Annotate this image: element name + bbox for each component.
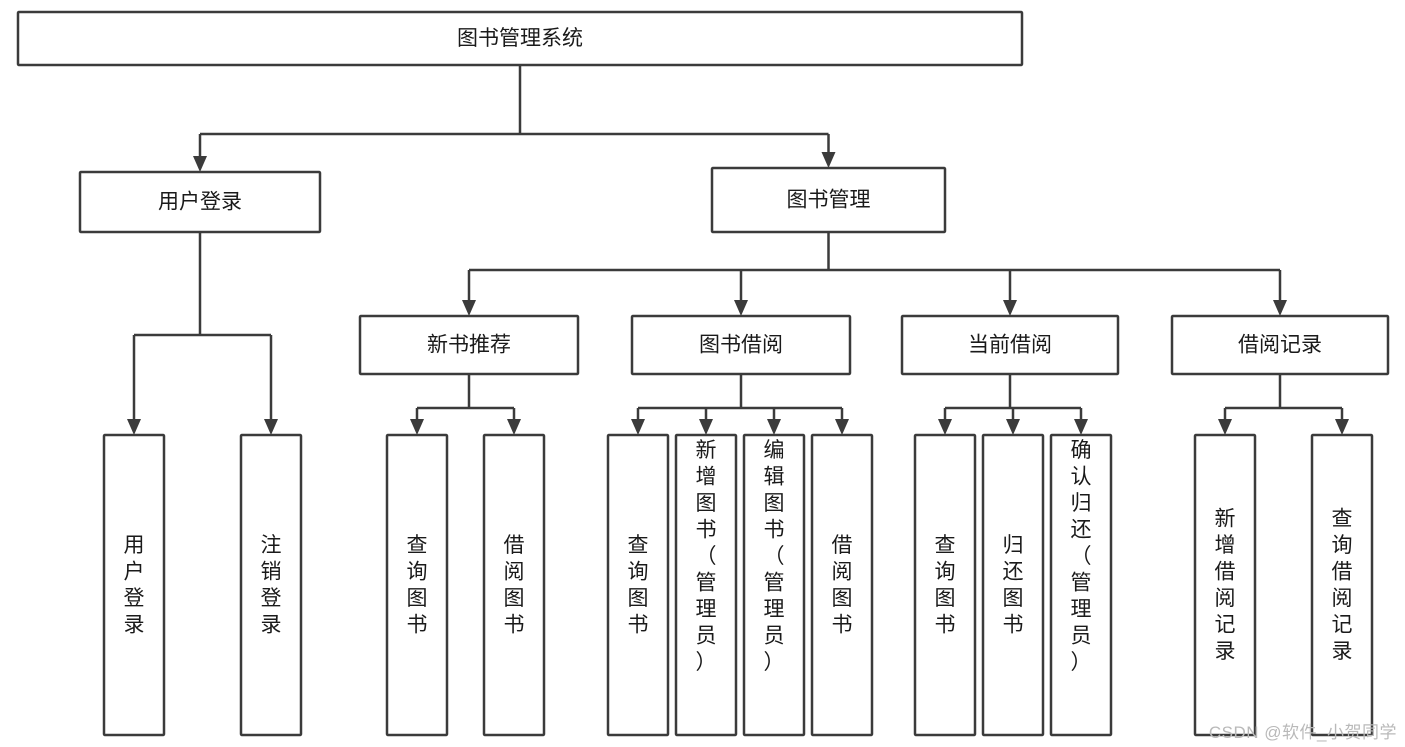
arrow-head-icon [264,419,278,435]
node-box[interactable] [630,314,852,376]
arrow-head-icon [410,419,424,435]
node-编辑图书管理员[interactable]: 编辑图书（管理员） [742,433,806,737]
node-label: 借阅图书 [832,534,853,637]
node-新书推荐[interactable]: 新书推荐 [358,314,580,376]
node-label: 用户登录 [158,191,242,214]
arrow-head-icon [767,419,781,435]
node-查询图书[interactable]: 查询图书 [913,433,977,737]
node-box[interactable] [78,170,322,234]
node-查询图书[interactable]: 查询图书 [606,433,670,737]
arrow-head-icon [835,419,849,435]
node-借阅记录[interactable]: 借阅记录 [1170,314,1390,376]
node-图书管理[interactable]: 图书管理 [710,166,947,234]
arrow-head-icon [699,419,713,435]
node-用户登录[interactable]: 用户登录 [102,433,166,737]
arrow-head-icon [1335,419,1349,435]
arrow-head-icon [1074,419,1088,435]
arrow-head-icon [1006,419,1020,435]
node-label: 借阅图书 [504,534,525,637]
arrow-head-icon [462,300,476,316]
node-box[interactable] [239,433,303,737]
node-label: 图书管理 [787,189,871,212]
node-label: 注销登录 [261,534,282,637]
node-注销登录[interactable]: 注销登录 [239,433,303,737]
node-新增图书管理员[interactable]: 新增图书（管理员） [674,433,738,737]
node-用户登录[interactable]: 用户登录 [78,170,322,234]
node-当前借阅[interactable]: 当前借阅 [900,314,1120,376]
arrow-head-icon [193,156,207,172]
node-确认归还管理员[interactable]: 确认归还（管理员） [1049,433,1113,737]
node-查询借阅记录[interactable]: 查询借阅记录 [1310,433,1374,737]
node-查询图书[interactable]: 查询图书 [385,433,449,737]
node-label: 查询借阅记录 [1332,508,1353,664]
node-label: 编辑图书（管理员） [764,439,785,674]
node-新增借阅记录[interactable]: 新增借阅记录 [1193,433,1257,737]
node-借阅图书[interactable]: 借阅图书 [810,433,874,737]
arrow-head-icon [821,152,836,168]
node-box[interactable] [742,433,806,737]
node-label: 用户登录 [124,534,145,637]
arrow-head-icon [507,419,521,435]
arrow-head-icon [734,300,748,316]
node-box[interactable] [810,433,874,737]
arrow-head-icon [1003,300,1017,316]
arrow-head-icon [631,419,645,435]
node-label: 查询图书 [407,534,428,637]
node-label: 图书借阅 [699,334,783,357]
node-box[interactable] [674,433,738,737]
node-label: 归还图书 [1003,534,1024,637]
node-box[interactable] [358,314,580,376]
node-label: 新增图书（管理员） [696,439,717,674]
node-box[interactable] [606,433,670,737]
node-label: 当前借阅 [968,334,1052,357]
node-box[interactable] [385,433,449,737]
node-box[interactable] [1310,433,1374,737]
arrow-head-icon [1218,419,1232,435]
arrow-head-icon [127,419,141,435]
node-box[interactable] [1170,314,1390,376]
node-label: 查询图书 [935,534,956,637]
node-label: 确认归还（管理员） [1071,439,1092,674]
node-label: 图书管理系统 [457,27,583,50]
node-label: 借阅记录 [1238,334,1322,357]
node-label: 查询图书 [628,534,649,637]
node-label: 新书推荐 [427,334,511,357]
node-图书借阅[interactable]: 图书借阅 [630,314,852,376]
node-box[interactable] [482,433,546,737]
watermark-label: CSDN @软件_小贺同学 [1208,723,1397,742]
node-box[interactable] [1049,433,1113,737]
arrow-head-icon [938,419,952,435]
node-box[interactable] [913,433,977,737]
node-归还图书[interactable]: 归还图书 [981,433,1045,737]
node-图书管理系统[interactable]: 图书管理系统 [16,10,1024,67]
node-box[interactable] [981,433,1045,737]
node-box[interactable] [900,314,1120,376]
node-box[interactable] [710,166,947,234]
connector-links [127,65,1349,435]
diagram-nodes: 图书管理系统用户登录图书管理用户登录注销登录新书推荐图书借阅当前借阅借阅记录查询… [16,10,1390,737]
node-label: 新增借阅记录 [1215,508,1236,664]
node-box[interactable] [1193,433,1257,737]
arrow-head-icon [1273,300,1287,316]
node-box[interactable] [16,10,1024,67]
node-借阅图书[interactable]: 借阅图书 [482,433,546,737]
node-box[interactable] [102,433,166,737]
